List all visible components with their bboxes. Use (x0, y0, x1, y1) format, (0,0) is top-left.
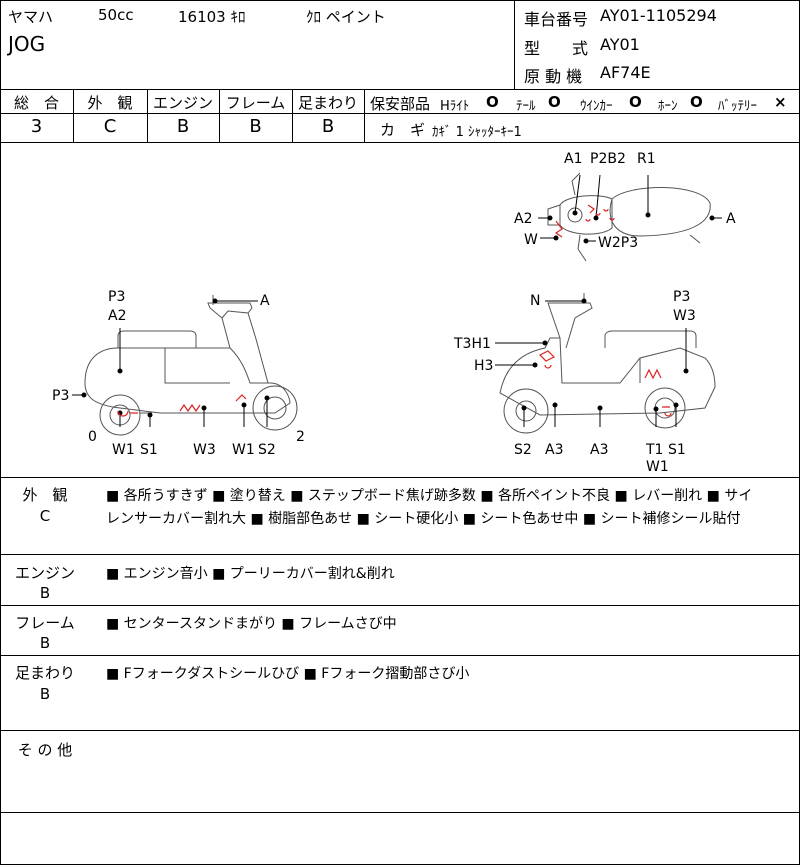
grade-exterior-value: C (103, 116, 117, 137)
grade-suspension-label: 足まわり (297, 94, 358, 112)
remark-suspension-line1: ■ Fフォークダストシールひび ■ Fフォーク摺動部さび小 (106, 666, 470, 682)
remark-engine-grade: B (39, 584, 51, 602)
engine-code: AF74E (600, 63, 651, 82)
label-left-A2: A2 (108, 308, 126, 324)
displacement: 50cc (98, 6, 134, 24)
grade-exterior-label: 外 観 (87, 94, 133, 112)
label-left-W1b: W1 (232, 442, 255, 458)
label-left-zero: 0 (88, 429, 97, 445)
label-top-P2B2: P2B2 (590, 151, 626, 167)
key-value: ｶｷﾞ 1 ｼｬｯﾀｰｷｰ1 (432, 125, 522, 140)
grade-frame-label: フレーム (225, 94, 286, 112)
left-view-scooter (84, 295, 298, 436)
safety-mark-winker: O (629, 93, 642, 111)
label-top-R1: R1 (637, 151, 656, 167)
remark-suspension-label: 足まわり (14, 664, 75, 682)
label-left-P3-side: P3 (52, 388, 69, 404)
label-left-W3: W3 (193, 442, 216, 458)
remark-suspension-grade: B (39, 685, 51, 703)
label-top-A1: A1 (564, 151, 582, 167)
label-right-T1: T1 (645, 442, 663, 458)
label-left-P3-top: P3 (108, 289, 125, 305)
model-type-label: 型 式 (524, 39, 589, 58)
mileage: 16103 ｷﾛ (178, 8, 246, 26)
label-top-A2: A2 (514, 211, 532, 227)
label-right-P3: P3 (673, 289, 690, 305)
label-right-S2: S2 (514, 442, 532, 458)
damage-marks (117, 204, 672, 417)
remark-other-label: そ の 他 (17, 741, 73, 759)
safety-item-winker: ｳｲﾝｶｰ (580, 99, 613, 114)
label-top-W: W (524, 232, 538, 248)
grade-frame-value: B (249, 116, 262, 137)
model-name: JOG (8, 32, 46, 56)
label-top-A: A (726, 211, 736, 227)
label-right-N: N (530, 293, 540, 309)
label-top-W2P3: W2P3 (598, 235, 638, 251)
label-left-A: A (260, 293, 270, 309)
safety-mark-headlight: O (486, 93, 499, 111)
rule (0, 89, 800, 90)
remark-engine-label: エンジン (14, 564, 75, 582)
label-left-W1a: W1 (112, 442, 135, 458)
grade-suspension-value: B (321, 116, 335, 137)
label-right-H3: H3 (474, 358, 493, 374)
label-right-W1: W1 (646, 459, 669, 475)
safety-item-horn: ﾎｰﾝ (658, 99, 678, 114)
safety-mark-tail: O (548, 93, 561, 111)
remark-frame-line1: ■ センタースタンドまがり ■ フレームさび中 (106, 616, 397, 632)
remark-exterior-label: 外 観 (22, 486, 68, 504)
grade-overall-label: 総 合 (13, 94, 59, 112)
safety-mark-battery: × (774, 93, 787, 111)
label-right-S1: S1 (668, 442, 686, 458)
label-right-T3H1: T3H1 (453, 336, 491, 352)
safety-item-tail: ﾃｰﾙ (516, 99, 536, 114)
label-left-S1: S1 (140, 442, 158, 458)
remark-exterior-grade: C (39, 507, 51, 525)
label-right-A3a: A3 (545, 442, 563, 458)
safety-item-headlight: Hﾗｲﾄ (440, 99, 470, 114)
top-view-scooter (547, 172, 711, 262)
remark-exterior-line2: レンサーカバー割れ大 ■ 樹脂部色あせ ■ シート硬化小 ■ シート色あせ中 ■… (106, 511, 741, 527)
header-divider (514, 0, 515, 89)
label-left-S2: S2 (258, 442, 276, 458)
damage-diagram: A1 P2B2 R1 A2 A W W2P3 P3 A2 A P3 0 W1 S… (52, 151, 736, 475)
safety-item-battery: ﾊﾞｯﾃﾘｰ (718, 99, 757, 114)
grade-engine-value: B (176, 116, 190, 137)
frame-no: AY01-1105294 (600, 6, 717, 25)
color: ｸﾛ ペイント (306, 8, 386, 26)
engine-label: 原 動 機 (524, 67, 583, 86)
label-right-A3b: A3 (590, 442, 608, 458)
remark-engine-line1: ■ エンジン音小 ■ プーリーカバー割れ&削れ (106, 566, 395, 582)
label-right-W3: W3 (673, 308, 696, 324)
maker: ヤマハ (8, 8, 54, 26)
remark-exterior-line1: ■ 各所うすきず ■ 塗り替え ■ ステップボード焦げ跡多数 ■ 各所ペイント不… (106, 488, 753, 504)
key-label: カ ギ (380, 121, 426, 139)
label-left-two: 2 (296, 429, 305, 445)
safety-label: 保安部品 (370, 95, 431, 113)
right-view-scooter (499, 293, 716, 434)
grade-overall-value: 3 (30, 116, 43, 137)
remark-frame-grade: B (39, 634, 51, 652)
rule (0, 477, 800, 478)
model-type: AY01 (600, 35, 640, 54)
frame-no-label: 車台番号 (524, 10, 589, 29)
grade-engine-label: エンジン (152, 94, 213, 112)
safety-mark-horn: O (690, 93, 703, 111)
remark-frame-label: フレーム (15, 614, 75, 632)
